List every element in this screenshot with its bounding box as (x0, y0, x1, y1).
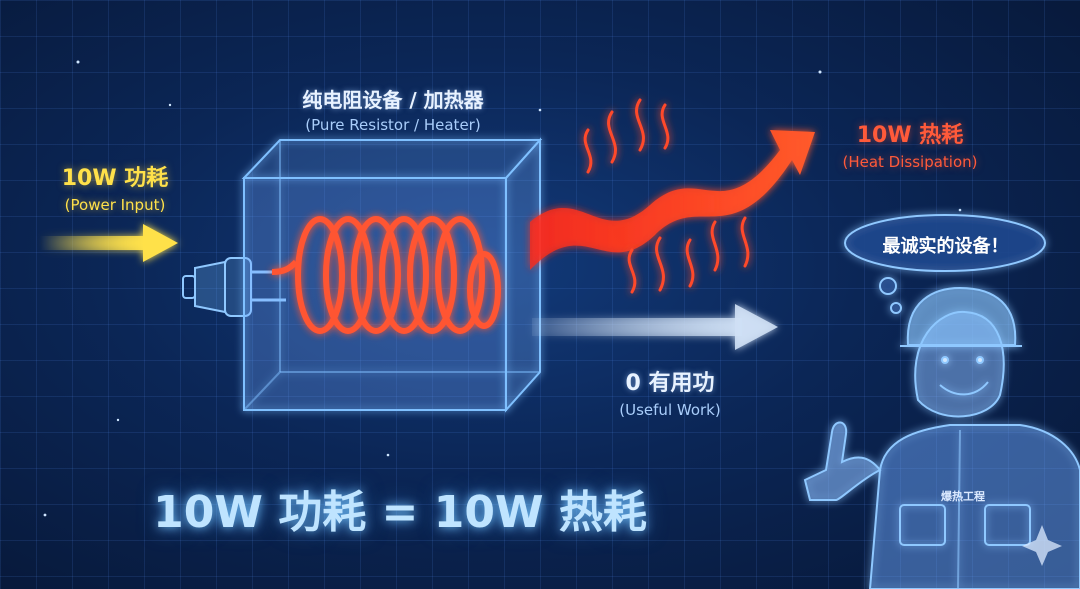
device-caption: (Pure Resistor / Heater) (305, 116, 481, 134)
uniform-badge: 爆热工程 (941, 490, 985, 503)
heat-dissipation-arrow-icon (530, 130, 815, 270)
sparkle-icon (1022, 525, 1062, 566)
heat-wave-icons (583, 98, 750, 294)
useful-work-arrow-icon (532, 304, 778, 350)
useful-work-label: 0 有用功 (Useful Work) (590, 365, 750, 419)
power-input-caption: (Power Input) (64, 196, 166, 214)
device-name: 纯电阻设备 / 加热器 (302, 88, 484, 112)
device-label: 纯电阻设备 / 加热器 (Pure Resistor / Heater) (258, 84, 528, 134)
speech-bubble-text: 最诚实的设备！ (882, 236, 1009, 257)
useful-work-caption: (Useful Work) (619, 401, 721, 419)
useful-work-value: 0 有用功 (625, 371, 715, 396)
heat-caption: (Heat Dissipation) (842, 153, 978, 171)
heating-coil (271, 216, 501, 334)
equation-text: 10W 功耗 = 10W 热耗 (153, 487, 647, 538)
heat-label: 10W 热耗 (Heat Dissipation) (815, 117, 1005, 171)
power-input-label: 10W 功耗 (Power Input) (40, 160, 190, 214)
power-input-value: 10W 功耗 (61, 166, 169, 191)
power-input-arrow-icon (40, 224, 178, 262)
sparkle-icons (43, 60, 962, 517)
speech-bubble (844, 214, 1046, 314)
heat-value: 10W 热耗 (856, 123, 964, 148)
